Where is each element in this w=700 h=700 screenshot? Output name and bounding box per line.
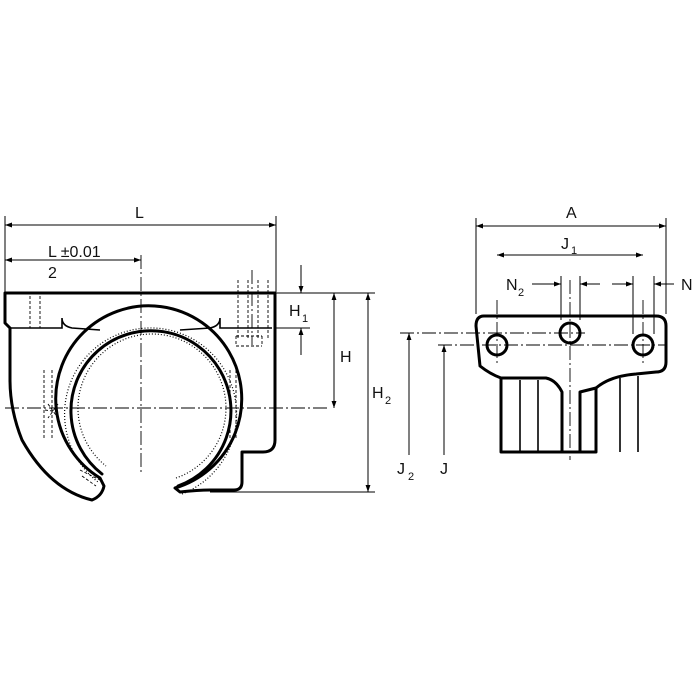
flange-underside-line	[10, 317, 272, 331]
label-N2: N	[506, 277, 518, 294]
label-J2-sub: 2	[408, 471, 414, 483]
side-housing-outline	[474, 314, 668, 454]
hidden-bolt-right	[229, 280, 269, 440]
label-L-half: L ±0.01	[48, 244, 101, 261]
inner-sleeve	[69, 329, 233, 488]
side-view: A J 1 N 2 N J 2 J	[397, 205, 693, 483]
inner-sleeve-dotted	[77, 333, 227, 479]
label-J2: J	[397, 461, 405, 478]
label-L-half-divisor: 2	[48, 265, 57, 282]
label-H: H	[340, 349, 352, 366]
label-H1-sub: 1	[302, 313, 308, 325]
label-H1: H	[289, 303, 301, 320]
label-N: N	[681, 277, 693, 294]
label-H2-sub: 2	[385, 395, 391, 407]
label-J: J	[440, 461, 448, 478]
skirt-left	[499, 376, 564, 454]
hidden-bolt-left	[29, 296, 53, 440]
front-housing-outline	[3, 291, 277, 502]
hidden-slot-lower	[44, 403, 101, 487]
label-A: A	[566, 205, 577, 222]
label-L: L	[135, 205, 144, 222]
label-J1: J	[561, 236, 569, 253]
label-N2-sub: 2	[518, 287, 524, 299]
label-H2: H	[372, 385, 384, 402]
label-J1-sub: 1	[571, 245, 577, 257]
skirt-right	[578, 386, 598, 454]
front-view: L L ±0.01 2 H 1 H H 2	[3, 205, 391, 502]
outer-sleeve-dotted	[64, 327, 238, 495]
